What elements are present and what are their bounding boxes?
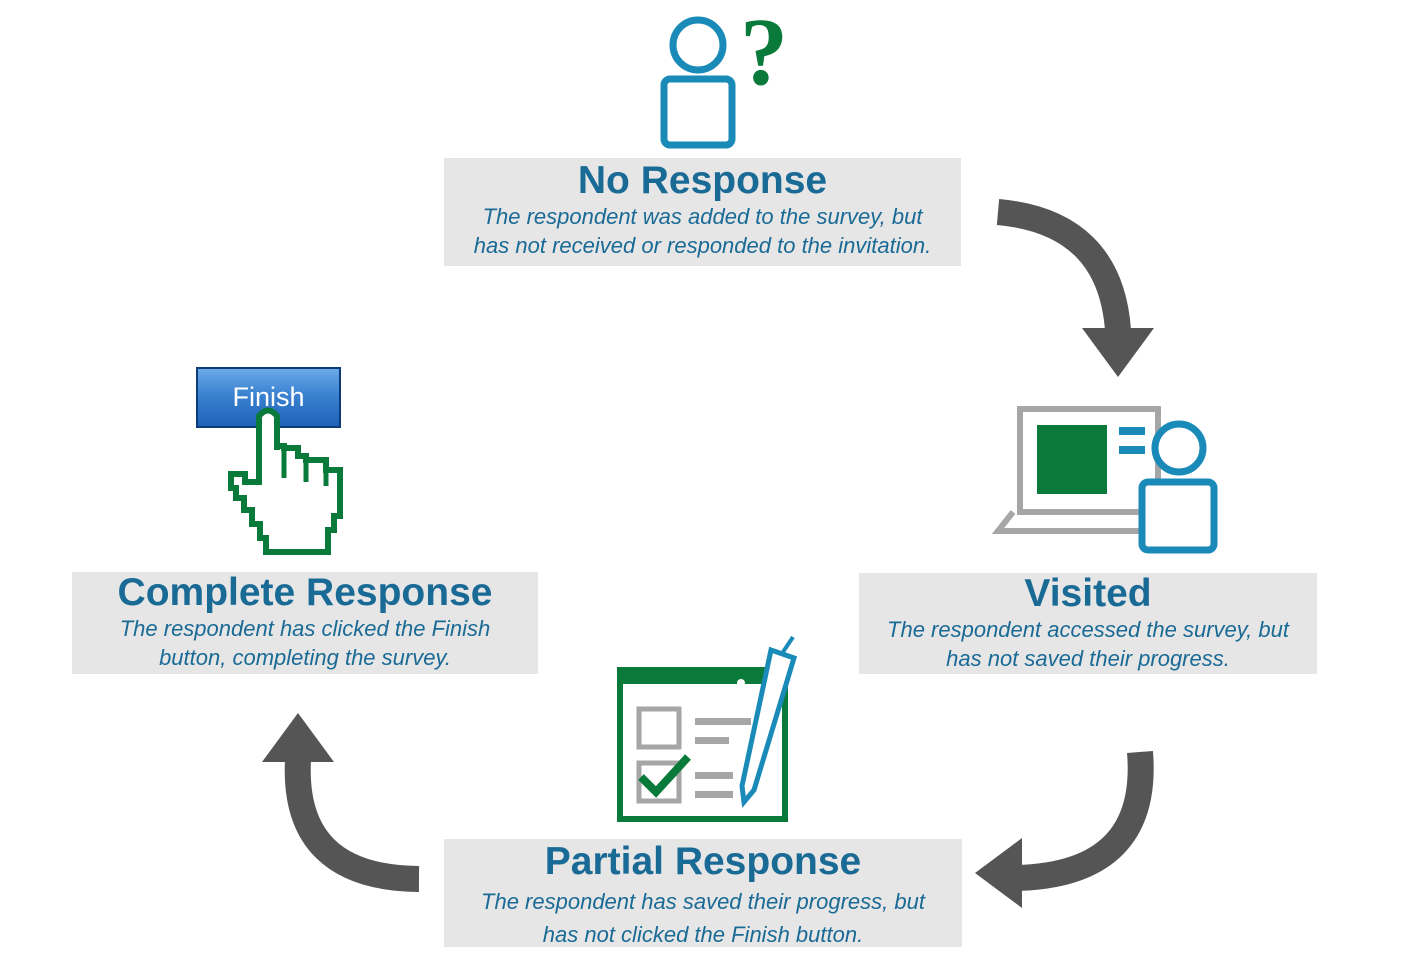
pointer-hand-icon xyxy=(228,411,343,555)
stage-description-line: The respondent was added to the survey, … xyxy=(482,204,923,229)
stage-description-line: has not clicked the Finish button. xyxy=(542,922,864,947)
stage-visited: Visited The respondent accessed the surv… xyxy=(859,573,1317,674)
stage-title: Partial Response xyxy=(544,840,862,883)
stage-title: No Response xyxy=(577,159,828,202)
form-pen-icon xyxy=(617,635,798,822)
arrow-visited-to-partial xyxy=(975,750,1154,908)
stage-title: Visited xyxy=(1024,572,1152,615)
arrow-no-to-visited xyxy=(996,199,1154,377)
stage-description-line: has not received or responded to the inv… xyxy=(473,233,932,258)
laptop-person-icon xyxy=(991,406,1218,554)
stage-no-response: No Response The respondent was added to … xyxy=(444,158,961,266)
person-question-icon: ? xyxy=(660,0,788,149)
stage-title: Complete Response xyxy=(117,571,493,614)
svg-text:?: ? xyxy=(740,0,788,105)
stage-description-line: button, completing the survey. xyxy=(159,645,451,670)
stage-description-line: The respondent accessed the survey, but xyxy=(887,617,1289,642)
arrow-partial-to-complete xyxy=(262,713,420,892)
stage-description-line: has not saved their progress. xyxy=(946,646,1230,671)
stage-partial-response: Partial Response The respondent has save… xyxy=(444,839,962,947)
stage-description-line: The respondent has clicked the Finish xyxy=(119,616,491,641)
stage-complete-response: Complete Response The respondent has cli… xyxy=(72,572,538,674)
stage-description-line: The respondent has saved their progress,… xyxy=(481,889,925,914)
